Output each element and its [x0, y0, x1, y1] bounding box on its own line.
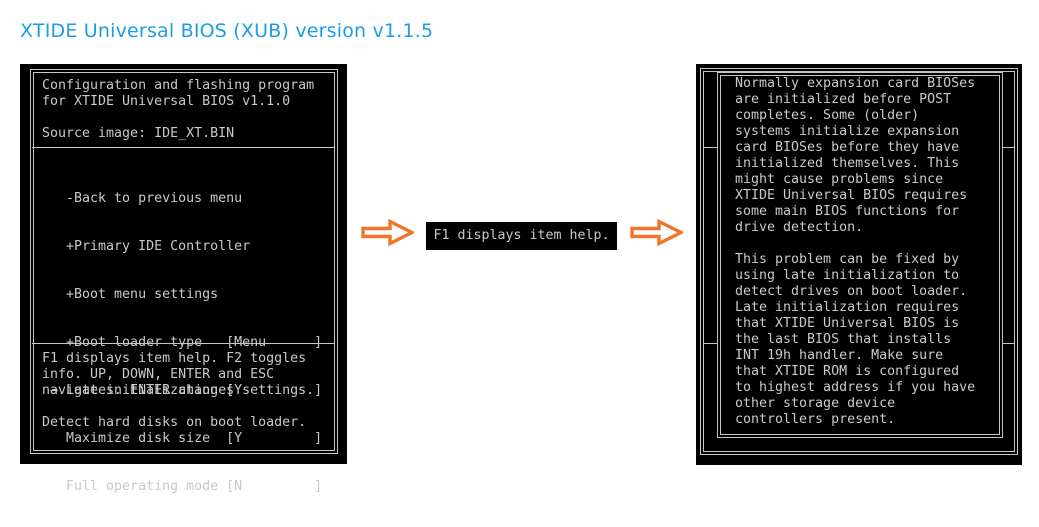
arrow-right-icon — [630, 219, 683, 246]
menu-item-full-operating-mode[interactable]: Full operating mode [N ] — [42, 479, 323, 494]
menu-item-primary-ide[interactable]: +Primary IDE Controller — [42, 239, 251, 254]
separator-stub — [1001, 343, 1014, 344]
menu-item-back[interactable]: -Back to previous menu — [42, 191, 243, 206]
arrow-right-icon — [361, 219, 414, 246]
menu-item-boot-menu-settings[interactable]: +Boot menu settings — [42, 287, 219, 302]
separator-stub — [1001, 147, 1014, 148]
separator-stub — [704, 343, 717, 344]
separator-line — [32, 147, 335, 148]
menu-item-boot-loader-type[interactable]: +Boot loader type [Menu ] — [42, 335, 323, 350]
config-screen: Configuration and flashing program for X… — [20, 64, 347, 494]
window-border — [700, 68, 1018, 455]
page-title: XTIDE Universal BIOS (XUB) version v1.1.… — [20, 20, 434, 42]
menu-item-maximize-disk-size[interactable]: Maximize disk size [Y ] — [42, 431, 323, 446]
help-callout-label: F1 displays item help. — [433, 228, 610, 243]
window-border — [30, 69, 338, 454]
separator-stub — [704, 147, 717, 148]
config-header-text: Configuration and flashing program for X… — [42, 78, 315, 141]
help-screen: Normally expansion card BIOSes are initi… — [696, 64, 1022, 465]
config-menu-list: -Back to previous menu +Primary IDE Cont… — [42, 159, 322, 527]
config-statusbar-text: F1 displays item help. F2 toggles info. … — [42, 351, 315, 430]
help-popup-text: Normally expansion card BIOSes are initi… — [735, 76, 976, 427]
menu-item-late-initialization[interactable]: → Late initialization [Y ] — [42, 383, 323, 398]
help-callout: F1 displays item help. — [426, 222, 617, 250]
separator-line — [32, 343, 335, 344]
help-popup-border — [717, 72, 1003, 438]
